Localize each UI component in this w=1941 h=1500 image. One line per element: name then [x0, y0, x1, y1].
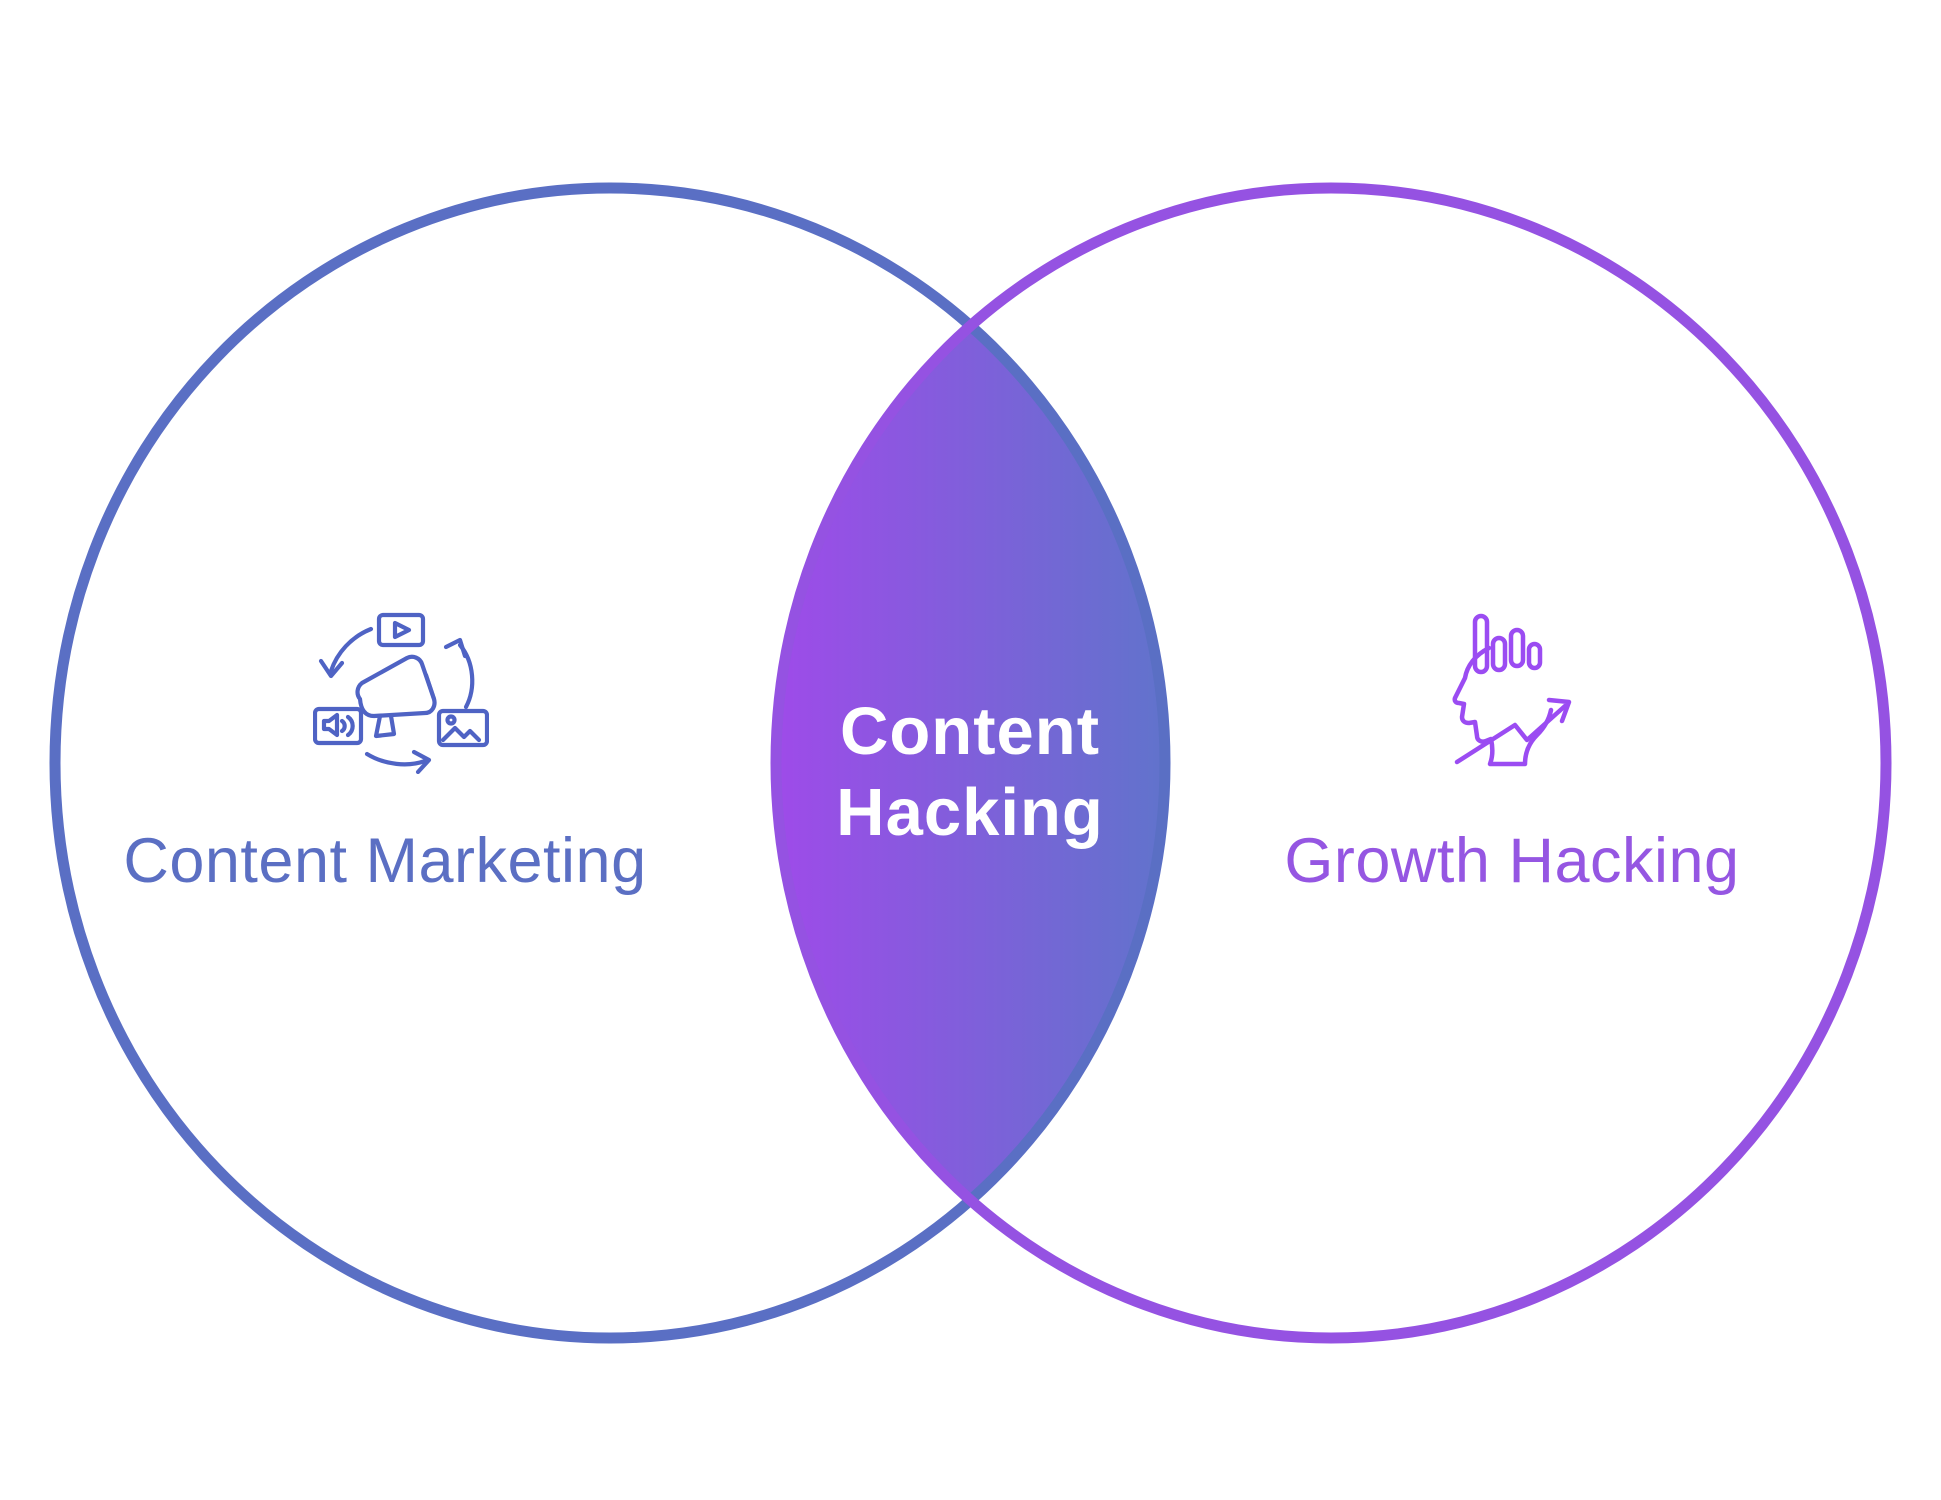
left-circle-label: Content Marketing: [123, 826, 647, 896]
growth-head-icon-strokes: [1452, 613, 1572, 767]
left-circle: [49, 182, 1171, 1344]
content-cycle-icon: [313, 612, 489, 774]
growth-head-icon: [1452, 613, 1572, 767]
intersection-label: Content Hacking: [836, 691, 1104, 853]
intersection-label-line1: Content: [839, 694, 1101, 769]
right-circle: [770, 182, 1892, 1344]
content-cycle-icon-strokes: [313, 612, 489, 774]
intersection-lens: [777, 327, 1164, 1199]
right-circle-label: Growth Hacking: [1284, 826, 1740, 896]
intersection-label-line2: Hacking: [836, 775, 1104, 850]
